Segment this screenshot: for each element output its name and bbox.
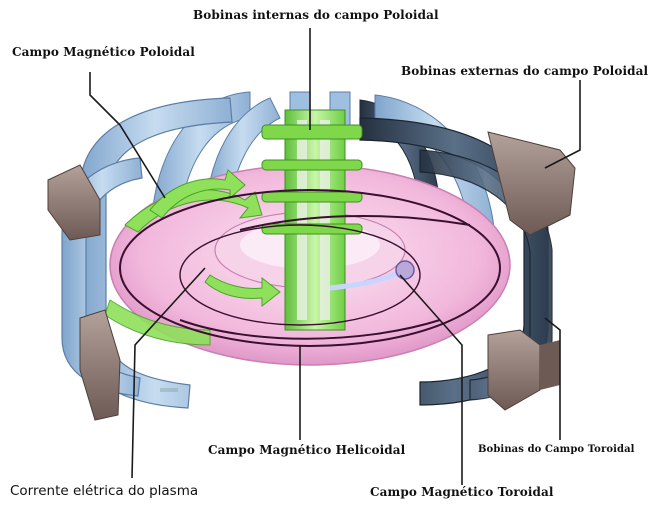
- small-mark: [160, 388, 178, 392]
- label-bobinas-toroidal: Bobinas do Campo Toroidal: [478, 444, 635, 455]
- label-campo-poloidal: Campo Magnético Poloidal: [12, 45, 195, 59]
- label-campo-toroidal: Campo Magnético Toroidal: [370, 485, 554, 499]
- label-bobinas-externas: Bobinas externas do campo Poloidal: [401, 64, 648, 78]
- label-bobinas-internas: Bobinas internas do campo Poloidal: [193, 8, 439, 22]
- label-corrente-plasma: Corrente elétrica do plasma: [10, 483, 198, 499]
- label-campo-helicoidal: Campo Magnético Helicoidal: [208, 443, 405, 457]
